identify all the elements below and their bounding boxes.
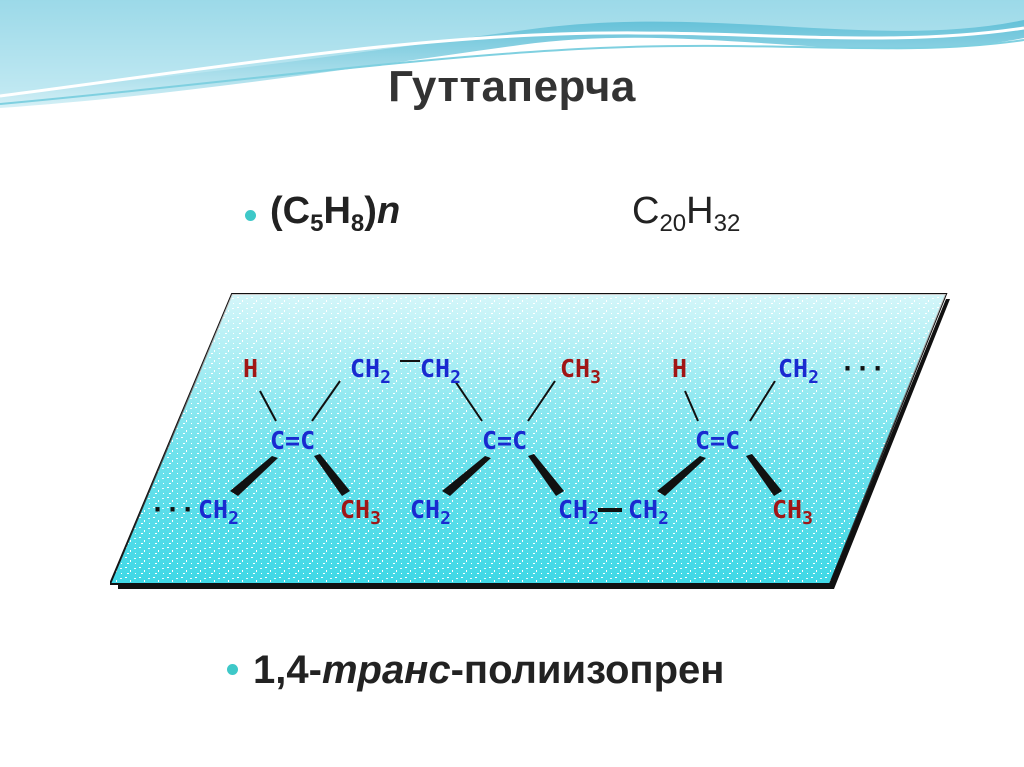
double-bond-1: C=C [270,426,315,455]
double-bond-3: C=C [695,426,740,455]
group-ch2-1: CH2 [350,354,391,388]
group-ch2-3: CH2 [778,354,819,388]
trans-polyisoprene-diagram: H CH2 CH2 CH3 H CH2 ··· C=C C=C C=C ··· … [110,293,950,589]
ellipsis-right: ··· [840,354,885,383]
group-h-1: H [243,354,258,383]
group-ch2-2: CH2 [420,354,461,388]
bullet-dot [245,210,256,221]
group-ch2-5: CH2 [410,495,451,529]
group-ch2-4: CH2 [198,495,239,529]
polymer-name: 1,4-транс-полиизопрен [253,648,725,692]
double-bond-2: C=C [482,426,527,455]
molecular-formula: C20H32 [632,190,741,237]
bond-lines [259,360,776,512]
group-h-2: H [672,354,687,383]
group-ch3-3: CH3 [772,495,813,529]
group-ch2-6: CH2 [558,495,599,529]
ellipsis-left: ··· [150,495,195,524]
header-waves [0,0,1024,108]
bullet-dot [227,664,238,675]
group-ch2-7: CH2 [628,495,669,529]
group-ch3-1: CH3 [560,354,601,388]
slide-title: Гуттаперча [388,62,636,111]
plane-highlight [110,294,946,584]
group-ch3-2: CH3 [340,495,381,529]
chem-labels: H CH2 CH2 CH3 H CH2 ··· C=C C=C C=C ··· … [150,354,885,529]
wedge-bonds [230,454,782,496]
monomer-formula: (C5H8)n [270,190,401,237]
